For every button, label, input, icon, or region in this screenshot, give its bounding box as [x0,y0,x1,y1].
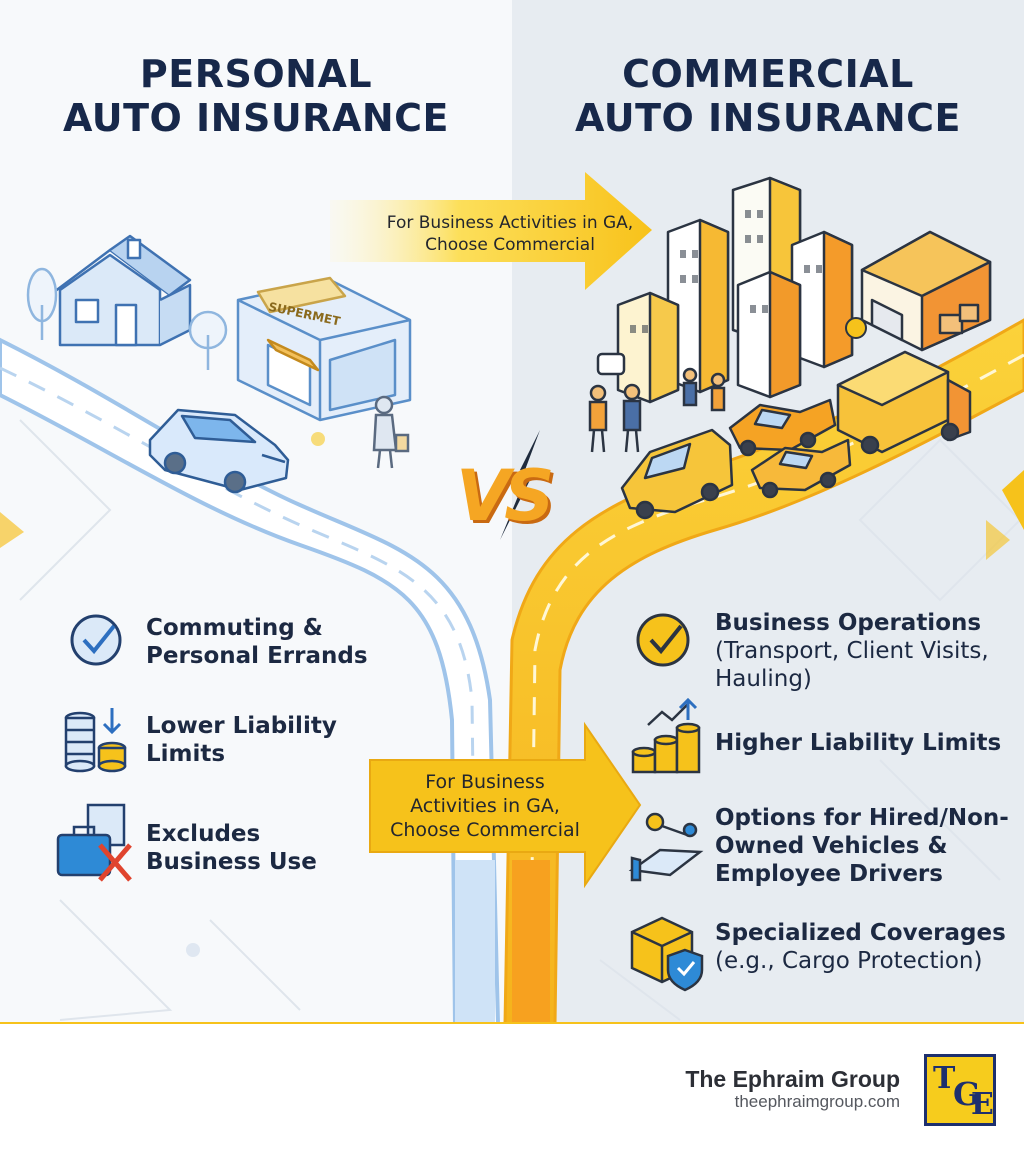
commercial-item-specialized-detail: (e.g., Cargo Protection) [715,948,983,974]
commercial-item-hired-label: Options for Hired/Non- Owned Vehicles & … [715,805,1009,887]
personal-item-liability: Lower Liability Limits [146,712,337,768]
pickup-trucks [728,398,852,499]
commercial-item-specialized-label: Specialized Coverages [715,920,1006,946]
top-arrow-shape [330,172,652,290]
box-truck-illustration [836,350,972,455]
background-pattern [19,419,1022,1021]
keys-hand-icon [628,812,704,882]
personal-item-liability-label: Lower Liability Limits [146,713,337,767]
commercial-item-operations: Business Operations (Transport, Client V… [715,609,989,693]
personal-item-excludes: Excludes Business Use [146,820,317,876]
personal-title-line2: AUTO INSURANCE [62,96,450,140]
company-url[interactable]: theephraimgroup.com [734,1092,900,1111]
personal-road [0,337,501,1024]
middle-arrow-line3: Choose Commercial [390,819,580,841]
house-illustration [49,234,192,347]
middle-arrow-label: For Business Activities in GA, Choose Co… [372,770,598,842]
vs-label: VS [456,455,555,537]
commercial-item-liability-label: Higher Liability Limits [715,730,1002,756]
supermarket-illustration [236,276,412,422]
logo-letter-e: E [971,1087,994,1122]
check-circle-icon-commercial [636,613,690,667]
company-logo: T G E [924,1054,996,1126]
commercial-title-line2: AUTO INSURANCE [574,96,962,140]
personal-title: PERSONAL AUTO INSURANCE [16,52,496,140]
business-people [588,352,726,453]
van-illustration [620,428,734,520]
commercial-item-operations-detail: (Transport, Client Visits, Hauling) [715,638,989,692]
top-arrow-label: For Business Activities in GA, Choose Co… [360,212,660,256]
commercial-item-hired: Options for Hired/Non- Owned Vehicles & … [715,804,1009,888]
commercial-title: COMMERCIAL AUTO INSURANCE [528,52,1008,140]
top-arrow-line1: For Business Activities in GA, [386,213,634,233]
personal-car-illustration [148,408,290,494]
city-buildings [616,176,992,404]
commercial-title-line1: COMMERCIAL [622,52,914,96]
commercial-item-specialized: Specialized Coverages (e.g., Cargo Prote… [715,919,1006,975]
personal-item-excludes-label: Excludes Business Use [146,821,317,875]
personal-item-commuting-label: Commuting & Personal Errands [146,615,368,669]
commercial-item-operations-label: Business Operations [715,610,982,636]
personal-title-line1: PERSONAL [139,52,373,96]
coins-down-icon [64,708,127,773]
middle-arrow-shape [369,721,642,889]
company-name: The Ephraim Group [685,1066,900,1092]
personal-item-commuting: Commuting & Personal Errands [146,614,368,670]
top-arrow-line2: Choose Commercial [425,235,595,255]
box-shield-icon [630,916,704,992]
logo-letter-g: G [953,1075,981,1113]
illustration: SUPERMET [0,0,1024,1024]
middle-arrow-line1: For Business [425,771,545,793]
middle-arrow-line2: Activities in GA, [410,795,560,817]
shopper-figure [372,395,410,469]
logo-letter-t: T [933,1061,956,1096]
check-circle-icon-personal [70,614,122,666]
commercial-item-liability: Higher Liability Limits [715,729,1001,757]
coins-up-icon [631,697,701,774]
briefcase-x-icon [56,803,132,882]
